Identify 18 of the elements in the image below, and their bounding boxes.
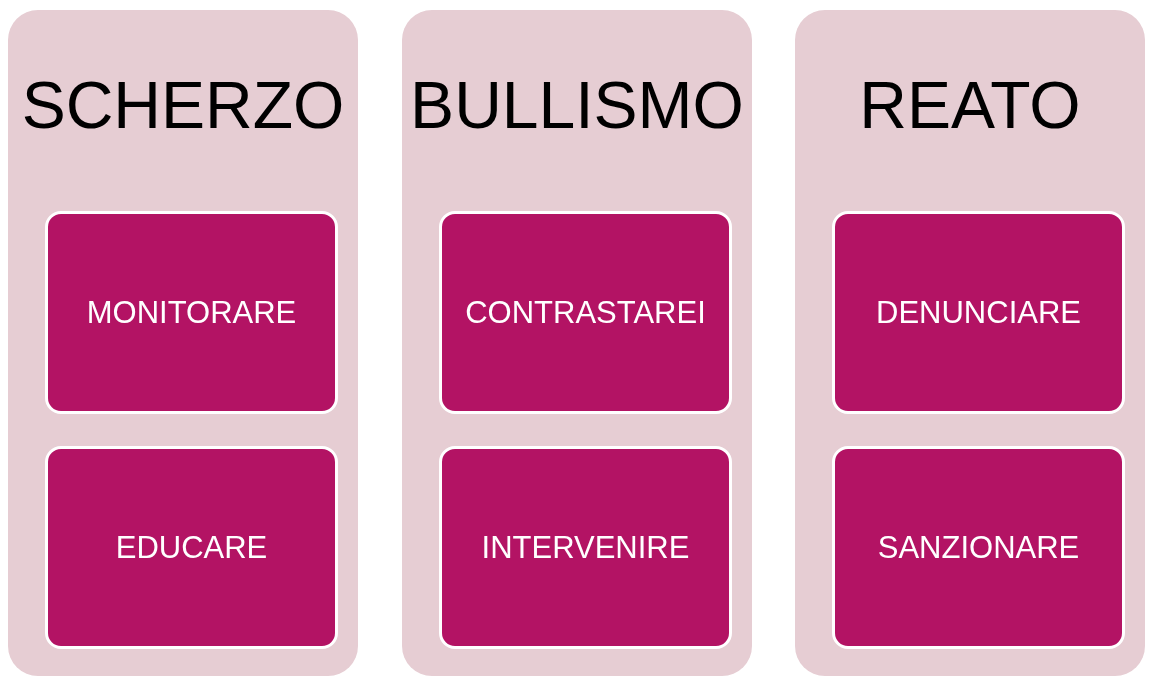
column-panel — [8, 10, 358, 676]
action-label: DENUNCIARE — [876, 294, 1081, 331]
action-box — [45, 446, 338, 649]
action-box — [439, 211, 732, 414]
action-box — [45, 211, 338, 414]
column-heading: REATO — [858, 72, 1082, 138]
action-box — [832, 446, 1125, 649]
column-panel — [795, 10, 1145, 676]
action-label: CONTRASTAREI — [465, 294, 706, 331]
action-box — [832, 211, 1125, 414]
action-label: SANZIONARE — [877, 529, 1080, 566]
action-label: EDUCARE — [115, 529, 268, 566]
column-panel — [402, 10, 752, 676]
action-label: MONITORARE — [86, 294, 297, 331]
column-heading: BULLISMO — [409, 72, 745, 138]
action-label: INTERVENIRE — [481, 529, 690, 566]
action-box — [439, 446, 732, 649]
column-heading: SCHERZO — [20, 72, 346, 138]
